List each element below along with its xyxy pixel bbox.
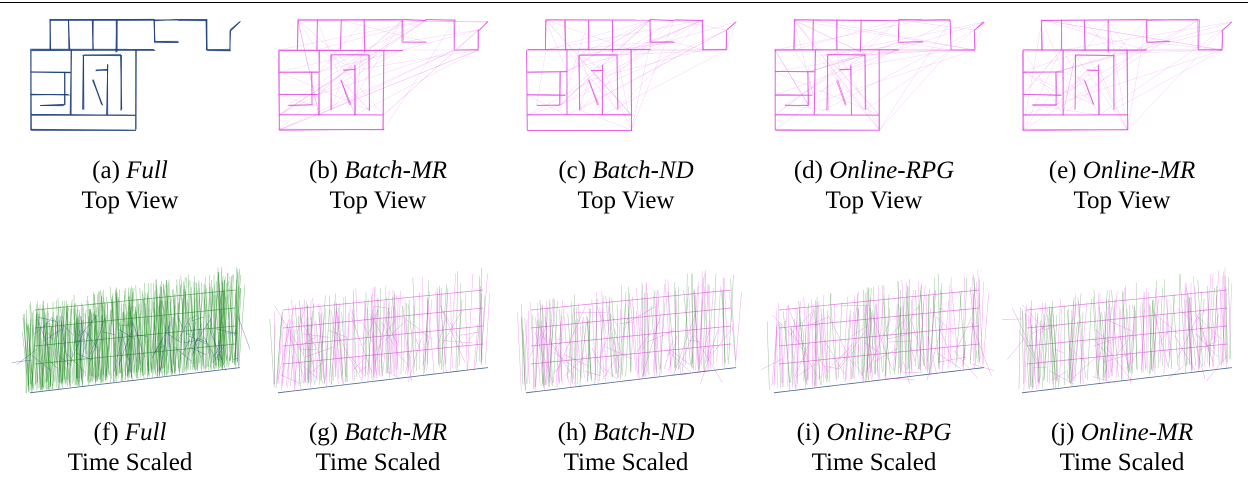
panel-j-image xyxy=(1002,244,1242,404)
online-mr-time-scaled-graph xyxy=(1002,267,1233,394)
full-time-scaled-graph xyxy=(11,266,250,394)
online-mr-top-view-graph xyxy=(1022,18,1233,132)
panel-e-image xyxy=(1002,8,1242,138)
batch-nd-top-view-graph xyxy=(526,19,737,132)
panel-h-image xyxy=(506,244,746,404)
batch-mr-top-view-graph xyxy=(277,18,489,131)
top-rule xyxy=(0,2,1248,3)
panel-c-image xyxy=(506,8,746,138)
panel-b-image xyxy=(258,8,498,138)
online-rpg-top-view-graph xyxy=(774,19,985,132)
full-top-view-graph xyxy=(30,18,241,131)
batch-nd-time-scaled-graph xyxy=(517,270,742,394)
panel-f-image xyxy=(10,244,250,404)
panel-g-image xyxy=(258,244,498,404)
batch-mr-time-scaled-graph xyxy=(269,267,490,394)
panel-d-image xyxy=(754,8,994,138)
panel-a-image xyxy=(10,8,250,138)
online-rpg-time-scaled-graph xyxy=(760,269,994,394)
panel-i-image xyxy=(754,244,994,404)
